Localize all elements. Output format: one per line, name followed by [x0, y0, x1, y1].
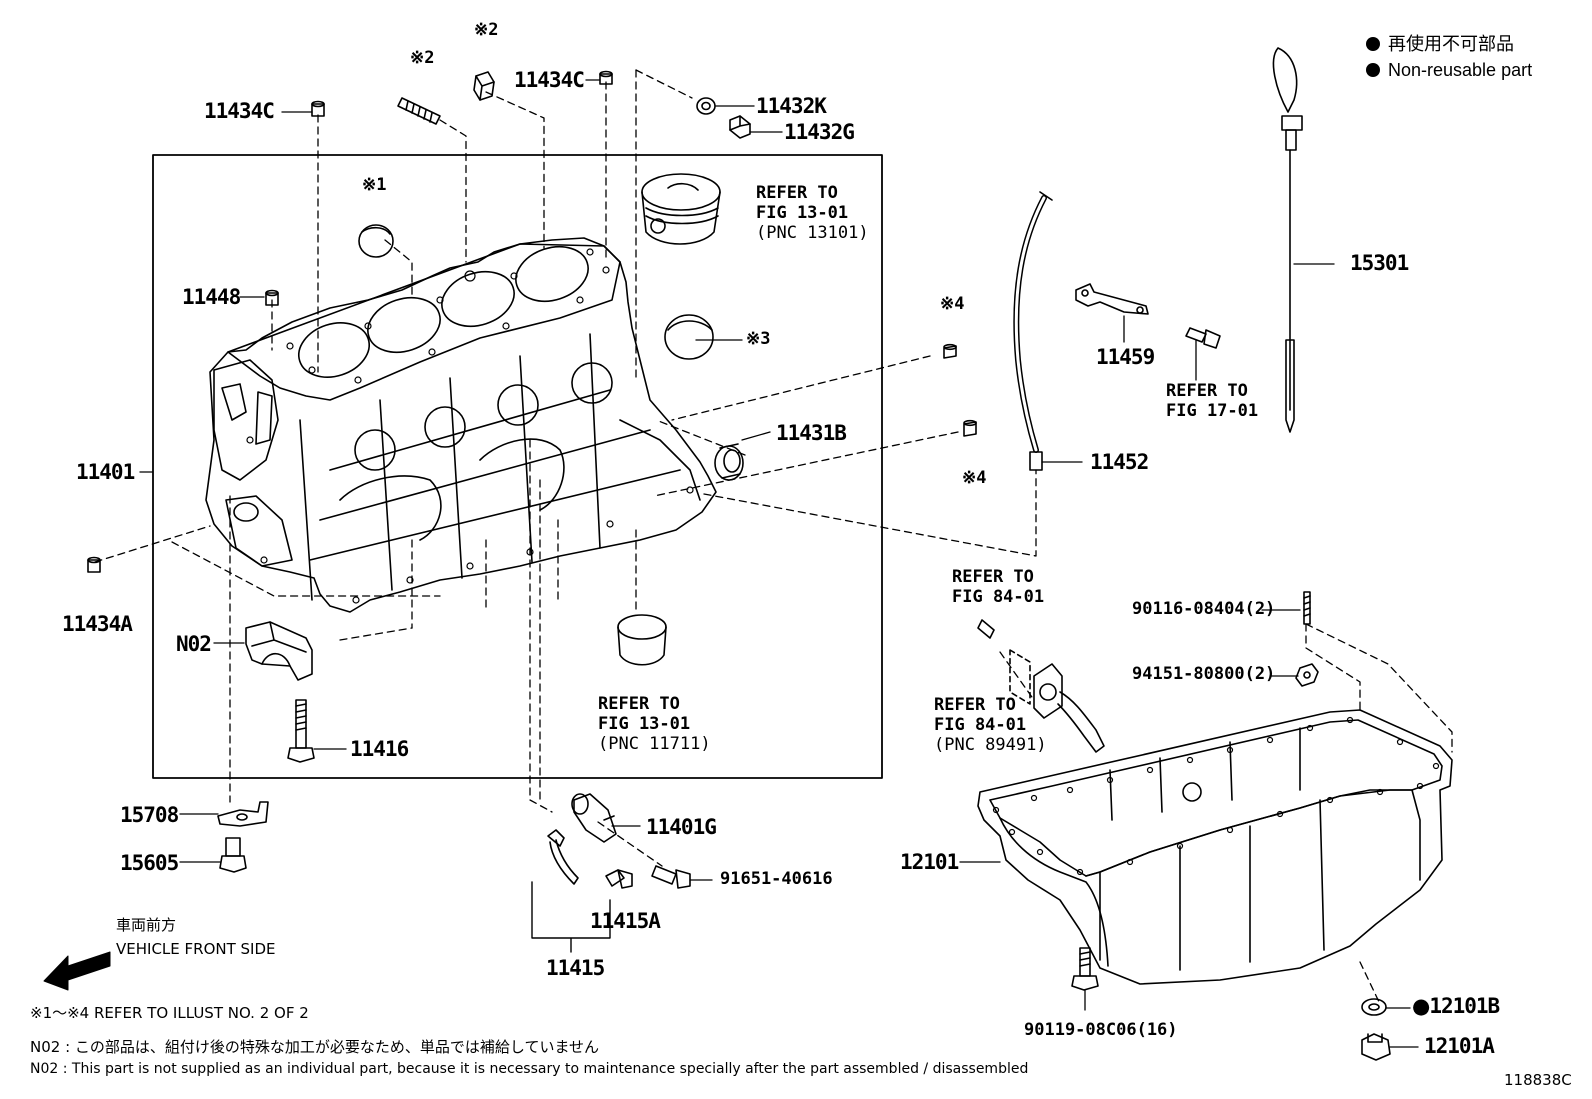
label-11434c-right: 11434C: [514, 68, 585, 92]
vehicle-front-jp: 車両前方: [116, 916, 177, 934]
check-valve-15605: [219, 837, 247, 873]
oil-seal-11431b: [714, 443, 744, 481]
label-mark3: ※3: [746, 329, 771, 349]
label-11452: 11452: [1090, 450, 1149, 474]
plug-11432g: [729, 115, 751, 139]
label-11459: 11459: [1096, 345, 1155, 369]
label-11448: 11448: [182, 285, 241, 309]
label-11434a: 11434A: [62, 612, 133, 636]
label-94151-80800: 94151-80800(2): [1132, 664, 1276, 684]
label-90116-08404: 90116-08404(2): [1132, 599, 1276, 619]
bolt-11415a: [605, 869, 633, 889]
bearing-cap-n02: [245, 621, 313, 681]
ground-strap-11415: [547, 829, 579, 885]
label-leaders: [139, 79, 1419, 1048]
dipstick-15301: [1272, 47, 1303, 433]
label-91651-40616: 91651-40616: [720, 869, 833, 889]
pin-11448: [265, 289, 279, 306]
pin-4-bottom: [963, 419, 977, 437]
pin-4-top: [943, 343, 957, 359]
non-reusable-dot-icon: ●: [1412, 994, 1430, 1018]
expansion-plug-1: [358, 224, 394, 258]
vehicle-front-arrow-icon: [43, 951, 111, 991]
dowel-pin-11434c-left: [311, 100, 325, 117]
label-15708: 15708: [120, 803, 179, 827]
label-11431b: 11431B: [776, 421, 847, 445]
dipstick-guide-11452: [1013, 191, 1053, 471]
cylinder-block: [205, 237, 717, 613]
label-12101b: ●12101B: [1412, 994, 1500, 1018]
label-15605: 15605: [120, 851, 179, 875]
bolt-91651: [651, 865, 691, 889]
oil-level-sensor: [977, 619, 1105, 753]
label-90119-08c06: 90119-08C06(16): [1024, 1020, 1178, 1040]
vehicle-front-en: VEHICLE FRONT SIDE: [116, 940, 276, 958]
plug-nut: [473, 71, 495, 101]
nut-94151: [1295, 663, 1319, 687]
label-11401: 11401: [76, 460, 135, 484]
label-n02: N02: [176, 632, 212, 656]
label-mark2-stud: ※2: [410, 48, 435, 68]
legend-jp: 再使用不可部品: [1366, 35, 1514, 53]
label-11432g: 11432G: [784, 120, 855, 144]
label-mark1: ※1: [362, 175, 387, 195]
expansion-plug-3: [664, 314, 714, 360]
crankshaft-bearing: [617, 614, 667, 666]
bolt-11416: [287, 699, 315, 763]
dashed-leaders: [94, 69, 1453, 1005]
note-n02-jp: N02 : この部品は、組付け後の特殊な加工が必要なため、単品では補給していませ…: [30, 1038, 600, 1056]
non-reusable-dot-icon: [1366, 63, 1380, 77]
label-12101a: 12101A: [1424, 1034, 1495, 1058]
label-11415: 11415: [546, 956, 605, 980]
pin-11434a: [87, 556, 101, 573]
label-mark4-bottom: ※4: [962, 468, 987, 488]
bolt-90119: [1071, 947, 1099, 991]
drain-plug-12101a: [1361, 1033, 1391, 1061]
label-12101: 12101: [900, 850, 959, 874]
note-illust: ※1～※4 REFER TO ILLUST NO. 2 OF 2: [30, 1004, 309, 1022]
piston: [641, 173, 721, 245]
label-15301: 15301: [1350, 251, 1409, 275]
label-11401g: 11401G: [646, 815, 717, 839]
non-reusable-dot-icon: [1366, 37, 1380, 51]
block-group-frame: [152, 154, 883, 779]
figure-id: 118838C: [1504, 1071, 1572, 1089]
note-n02-en: N02 : This part is not supplied as an in…: [30, 1061, 1029, 1077]
knock-sensor-11401g: [571, 793, 617, 843]
stud-90116: [1303, 591, 1311, 625]
bracket-11415: [531, 881, 611, 953]
label-11432k: 11432K: [756, 94, 827, 118]
label-11434c-left: 11434C: [204, 99, 275, 123]
bracket-11459: [1075, 283, 1149, 315]
dowel-pin-11434c-right: [599, 70, 613, 85]
stud-bolt: [397, 97, 441, 125]
label-11415a: 11415A: [590, 909, 661, 933]
gasket-12101b: [1361, 998, 1387, 1016]
bolt-fig17: [1185, 327, 1221, 349]
oil-pan-12101: [977, 709, 1453, 985]
label-mark2-nut: ※2: [474, 20, 499, 40]
legend-en: Non-reusable part: [1366, 61, 1532, 79]
gasket-11432k: [696, 97, 716, 115]
oil-jet-15708: [217, 801, 269, 827]
label-11416: 11416: [350, 737, 409, 761]
label-mark4-top: ※4: [940, 294, 965, 314]
